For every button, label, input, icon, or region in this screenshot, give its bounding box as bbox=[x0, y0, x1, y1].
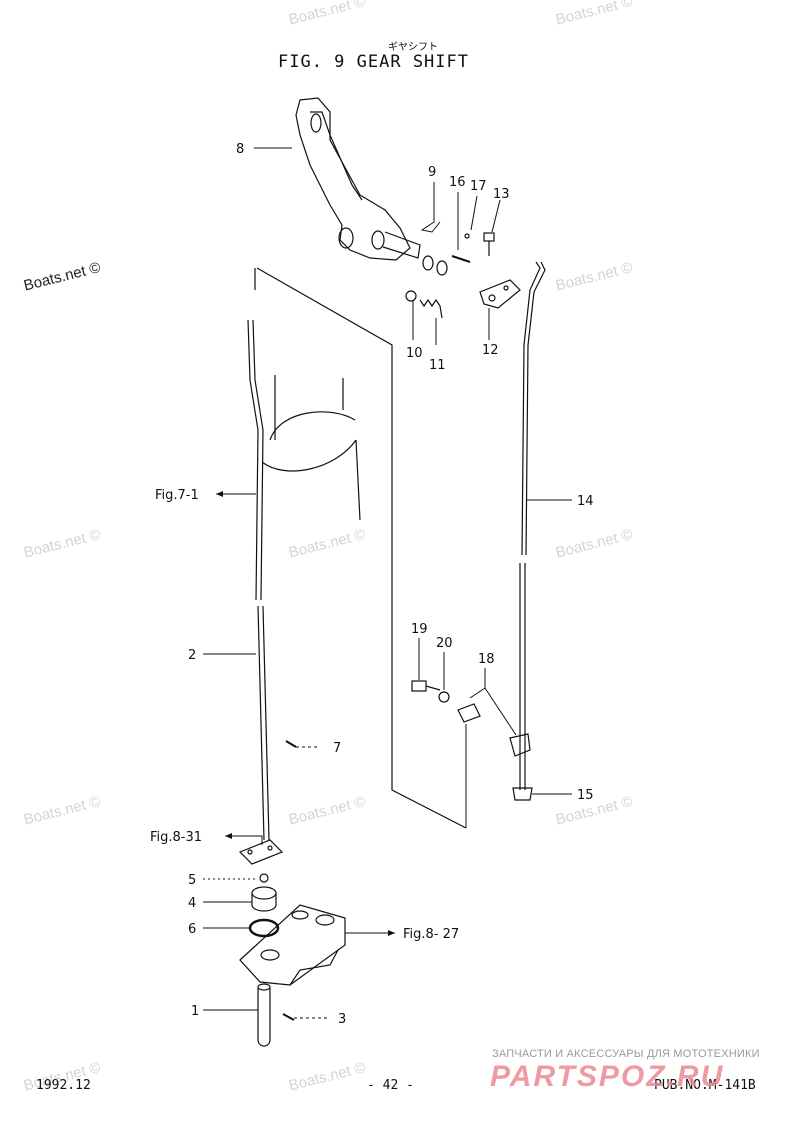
part-label: 8 bbox=[236, 142, 244, 157]
publication-number: PUB.NO.M-141B bbox=[654, 1078, 756, 1093]
part-labels: 8 9 16 17 13 10 11 12 14 15 19 20 18 2 7… bbox=[150, 142, 594, 1027]
part-label: 13 bbox=[493, 187, 510, 202]
seal-ring bbox=[259, 873, 269, 883]
figure-reference: Fig.7-1 bbox=[155, 488, 199, 503]
part-label: 3 bbox=[338, 1012, 346, 1027]
part-label: 11 bbox=[429, 358, 446, 373]
rod-pin bbox=[285, 740, 297, 748]
projection-outline bbox=[256, 267, 467, 829]
leader-13 bbox=[491, 199, 501, 233]
casing-mid-curve bbox=[261, 439, 357, 472]
publication-date: 1992.12 bbox=[36, 1078, 91, 1093]
part-label: 7 bbox=[333, 741, 341, 756]
oil-seal bbox=[251, 886, 277, 912]
clamp-screw bbox=[411, 680, 441, 692]
part-label: 18 bbox=[478, 652, 495, 667]
part-label: 14 bbox=[577, 494, 594, 509]
part-label: 12 bbox=[482, 343, 499, 358]
shift-housing bbox=[239, 904, 346, 986]
part-label: 6 bbox=[188, 922, 196, 937]
page-title: FIG. 9 GEAR SHIFT bbox=[278, 52, 469, 72]
bolt bbox=[483, 232, 495, 256]
connector bbox=[479, 279, 521, 309]
page-number: - 42 - bbox=[367, 1078, 414, 1093]
part-label: 9 bbox=[428, 165, 436, 180]
pin bbox=[451, 255, 471, 263]
part-label: 1 bbox=[191, 1004, 199, 1019]
brand-logo: PARTSPOZ.RU bbox=[490, 1060, 725, 1093]
washer bbox=[464, 233, 470, 239]
lower-shift-rod bbox=[247, 319, 270, 841]
part-label: 16 bbox=[449, 175, 466, 190]
part-label: 15 bbox=[577, 788, 594, 803]
clamp-washer bbox=[438, 691, 450, 703]
casing-lower-edge bbox=[355, 439, 361, 521]
detent-ball bbox=[405, 290, 417, 302]
figure-reference: Fig.8-31 bbox=[150, 830, 202, 845]
o-ring bbox=[248, 918, 280, 938]
figure-reference: Fig.8- 27 bbox=[403, 927, 459, 942]
o-ring bbox=[422, 255, 434, 271]
part-label: 17 bbox=[470, 179, 487, 194]
upper-shift-rod bbox=[519, 261, 546, 790]
part-label: 5 bbox=[188, 873, 196, 888]
leader-fig8-31 bbox=[225, 833, 263, 845]
leader-18 bbox=[469, 668, 517, 736]
shaft-pin bbox=[282, 1013, 295, 1021]
o-ring bbox=[436, 260, 448, 276]
rod-guide-plate bbox=[238, 839, 284, 865]
rod-clamp bbox=[457, 703, 531, 757]
casing-top-curve bbox=[269, 411, 356, 441]
part-label: 20 bbox=[436, 636, 453, 651]
part-label: 2 bbox=[188, 648, 196, 663]
shift-lever bbox=[295, 97, 421, 261]
japanese-title: ギヤシフト bbox=[388, 42, 438, 53]
part-label: 19 bbox=[411, 622, 428, 637]
detent-spring bbox=[419, 298, 443, 319]
shift-shaft bbox=[257, 983, 271, 1047]
part-label: 10 bbox=[406, 346, 423, 361]
leader-17 bbox=[470, 195, 478, 231]
part-label: 4 bbox=[188, 896, 196, 911]
leader-9 bbox=[420, 182, 441, 233]
grommet bbox=[512, 787, 533, 801]
brand-tagline: ЗАПЧАСТИ И АКСЕССУАРЫ ДЛЯ МОТОТЕХНИКИ bbox=[492, 1048, 760, 1060]
